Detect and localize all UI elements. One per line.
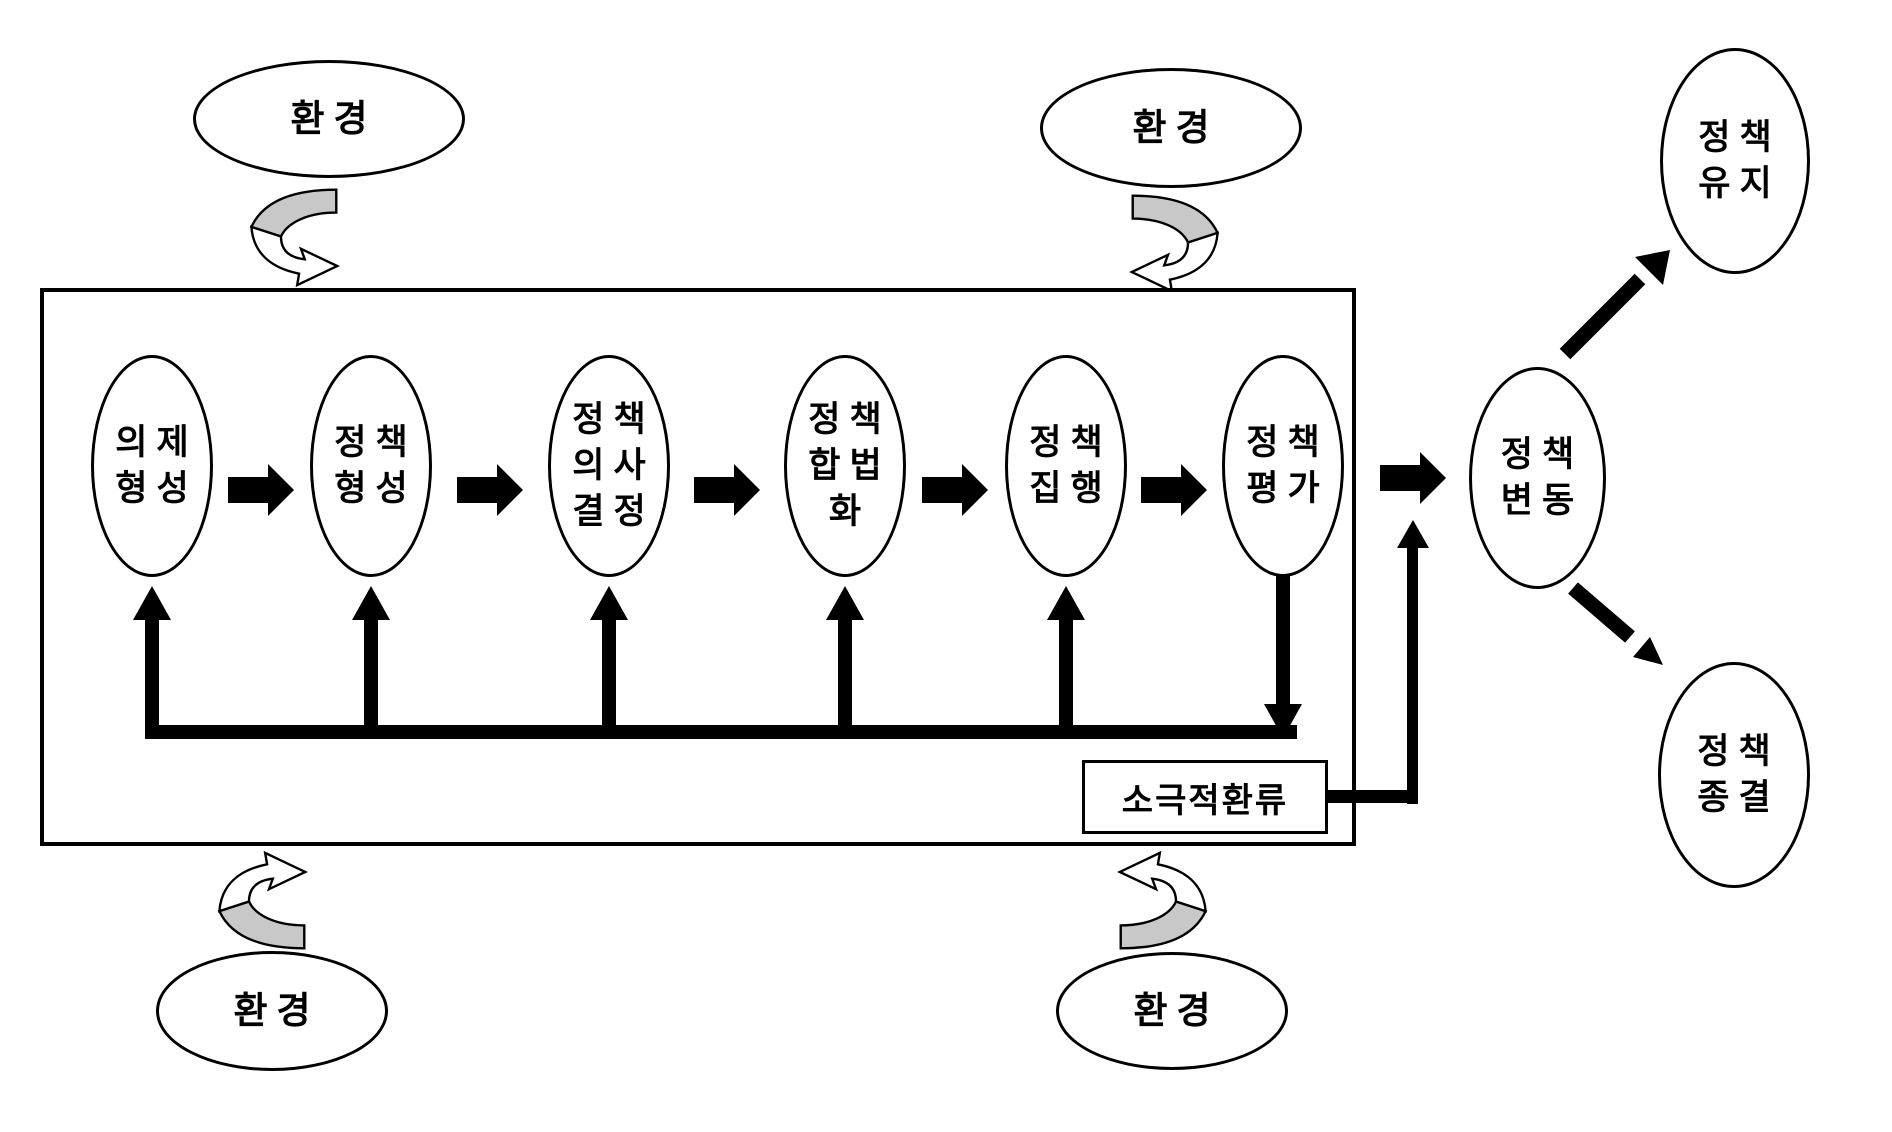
stage-ellipse-policy-evaluation: 정책 평가	[1222, 355, 1344, 577]
env-label: 환경	[290, 97, 377, 139]
stage-ellipse-policy-implementation: 정책 집행	[1005, 355, 1127, 577]
process-frame	[40, 288, 1356, 846]
stage-label: 정책 합법 화	[808, 399, 891, 532]
env-label: 환경	[233, 989, 320, 1031]
arrow-icon-to-policy-maintenance	[1559, 250, 1670, 360]
stage-label: 의제 형성	[115, 422, 198, 508]
outcome-ellipse-policy-termination: 정책 종결	[1658, 662, 1810, 888]
env-label: 환경	[1133, 989, 1220, 1031]
env-ellipse-bottom-left: 환경	[156, 951, 388, 1071]
flow-arrow-icon-4	[922, 464, 988, 516]
stage-label: 정책 의사 결정	[572, 399, 655, 532]
feedback-connector-vertical	[1407, 546, 1418, 804]
cycle-arrow-icon-bottom-right	[1116, 851, 1208, 950]
flow-arrow-icon-1	[228, 464, 294, 516]
stage-label: 정책 형성	[334, 422, 417, 508]
feedback-line	[145, 725, 1297, 739]
feedback-connector-horizontal	[1326, 790, 1414, 803]
feedback-up-arrow-icon-5	[1047, 586, 1085, 738]
arrow-icon-to-policy-termination	[1568, 582, 1663, 665]
negative-feedback-label-box: 소극적환류	[1082, 760, 1328, 834]
exit-flow-arrow-icon	[1380, 452, 1446, 504]
cycle-arrow-icon-top-left	[249, 188, 341, 287]
cycle-arrow-icon-bottom-left	[217, 851, 309, 950]
flow-arrow-icon-3	[694, 464, 760, 516]
negative-feedback-label: 소극적환류	[1121, 781, 1289, 820]
env-label: 환경	[1132, 106, 1219, 148]
feedback-connector-arrowhead-icon	[1397, 520, 1429, 548]
stage-label: 정책 집행	[1029, 422, 1112, 508]
stage-label: 정책 평가	[1246, 422, 1329, 508]
stage-ellipse-policy-formation: 정책 형성	[310, 355, 432, 577]
feedback-up-arrow-icon-2	[352, 586, 390, 738]
stage-ellipse-agenda-setting: 의제 형성	[91, 355, 213, 577]
env-ellipse-top-left: 환경	[193, 60, 465, 178]
env-ellipse-top-right: 환경	[1040, 68, 1302, 188]
outcome-label: 정책 변동	[1500, 434, 1584, 520]
outcome-ellipse-policy-maintenance: 정책 유지	[1660, 48, 1810, 274]
stage-ellipse-policy-decision: 정책 의사 결정	[548, 355, 670, 577]
evaluation-down-arrow-icon	[1264, 576, 1302, 738]
feedback-up-arrow-icon-1	[133, 586, 171, 738]
flow-arrow-icon-5	[1141, 464, 1207, 516]
outcome-label: 정책 종결	[1697, 731, 1780, 817]
outcome-ellipse-policy-change: 정책 변동	[1469, 367, 1606, 589]
flow-arrow-icon-2	[457, 464, 523, 516]
cycle-arrow-icon-top-right	[1128, 194, 1220, 293]
stage-ellipse-policy-legitimation: 정책 합법 화	[784, 355, 906, 577]
env-ellipse-bottom-right: 환경	[1056, 952, 1288, 1070]
feedback-up-arrow-icon-3	[590, 586, 628, 738]
outcome-label: 정책 유지	[1698, 117, 1781, 203]
feedback-up-arrow-icon-4	[826, 586, 864, 738]
